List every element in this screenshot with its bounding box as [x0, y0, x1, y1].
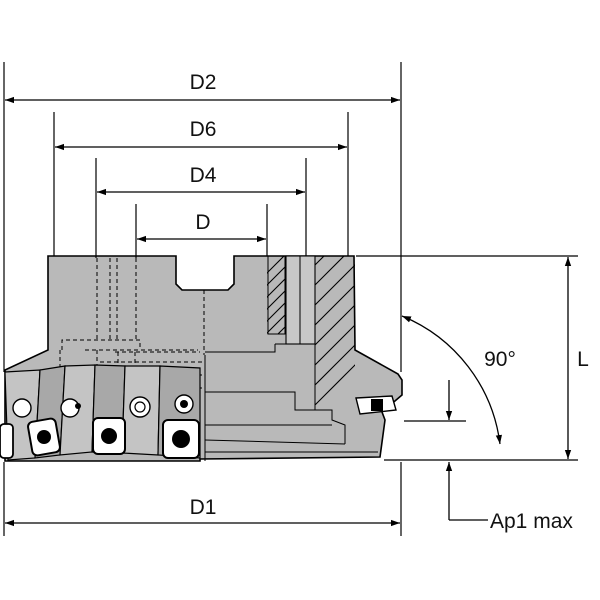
- section-hatching: [267, 256, 355, 406]
- clamp-screw-1: [12, 398, 32, 418]
- label-d1: D1: [190, 496, 217, 519]
- insert-1: [0, 423, 14, 459]
- label-d4: D4: [190, 164, 217, 187]
- label-d: D: [195, 211, 210, 234]
- dimension-labels: D2 D6 D4 D D1 L 90° Ap1 max: [190, 71, 589, 533]
- inserts: [0, 364, 201, 461]
- label-angle: 90°: [484, 348, 516, 371]
- label-l: L: [577, 348, 589, 371]
- label-d6: D6: [190, 118, 217, 141]
- label-d2: D2: [190, 71, 217, 94]
- extension-lines: [3, 62, 578, 536]
- dimension-angle: [401, 315, 502, 445]
- side-insert: [355, 395, 397, 415]
- label-ap1: Ap1 max: [490, 510, 573, 533]
- dimension-lines: [5, 96, 572, 527]
- cutter-body: [0, 255, 403, 462]
